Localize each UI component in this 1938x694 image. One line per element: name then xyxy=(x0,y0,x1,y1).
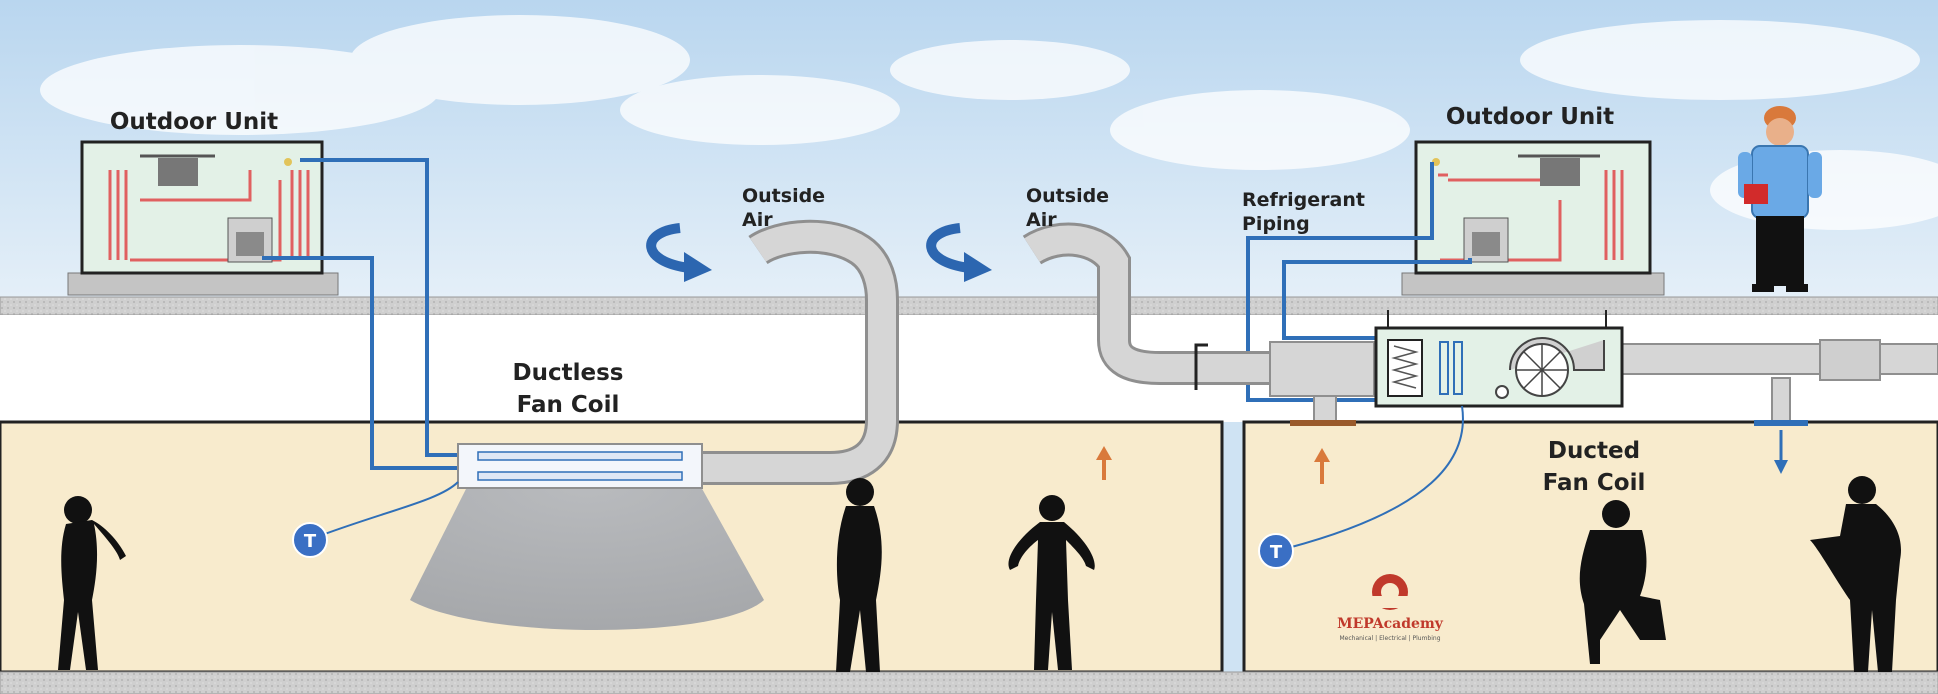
outside-air-label-2b: Air xyxy=(1026,209,1057,231)
outside-air-label-1: Outside xyxy=(742,185,825,207)
outdoor-unit-right xyxy=(1401,140,1665,296)
blower-fan-icon xyxy=(1495,337,1605,399)
gear-logo-icon xyxy=(1366,574,1414,610)
outside-air-duct-1 xyxy=(700,219,899,485)
return-arrow-icon xyxy=(1774,430,1788,474)
supply-duct xyxy=(1290,339,1938,426)
roof-slab xyxy=(0,296,1938,316)
svg-text:MEPAcademy: MEPAcademy xyxy=(1337,616,1444,632)
refrigerant-piping-right xyxy=(1246,162,1472,402)
outdoor-unit-right-label: Outdoor Unit xyxy=(1446,104,1614,130)
refrigerant-piping-left xyxy=(262,158,458,470)
floor-slab xyxy=(0,671,1938,694)
svg-text:T: T xyxy=(1270,542,1283,563)
ducted-fan-coil-label-b: Fan Coil xyxy=(1543,470,1646,496)
person-icon xyxy=(1810,476,1901,672)
svg-text:T: T xyxy=(304,531,317,552)
person-icon xyxy=(1579,500,1666,664)
outside-air-label-1b: Air xyxy=(742,209,773,231)
person-icon xyxy=(58,496,126,670)
refrigerant-piping-label: Refrigerant xyxy=(1242,189,1365,211)
thermostat-left: T xyxy=(292,522,328,558)
svg-text:Mechanical | Electrical | Plum: Mechanical | Electrical | Plumbing xyxy=(1339,635,1440,642)
compressor-icon xyxy=(227,217,273,263)
outdoor-unit-left-label: Outdoor Unit xyxy=(110,109,278,135)
curved-arrow-icon xyxy=(926,223,992,282)
fan-icon xyxy=(140,154,215,186)
outside-air-duct-2 xyxy=(1022,222,1375,397)
outdoor-unit-left xyxy=(67,140,339,296)
worker-icon xyxy=(1738,106,1822,292)
supply-arrow-icon xyxy=(1096,446,1112,480)
thermostat-icon xyxy=(292,522,328,558)
mep-academy-logo: MEPAcademy Mechanical | Electrical | Plu… xyxy=(1337,574,1444,642)
ductless-fan-coil-label-b: Fan Coil xyxy=(517,392,620,418)
airflow-beam xyxy=(410,485,764,630)
ductless-fan-coil-unit xyxy=(410,443,764,630)
refrigerant-piping-label-b: Piping xyxy=(1242,213,1310,235)
curved-arrow-icon xyxy=(646,223,712,282)
ducted-fan-coil-label: Ducted xyxy=(1548,438,1640,464)
thermostat-right: T xyxy=(1258,533,1294,569)
labels: Outdoor Unit Outdoor Unit Outside Air Ou… xyxy=(110,104,1646,496)
ducted-fan-coil-unit xyxy=(1374,310,1624,408)
person-icon xyxy=(836,478,882,672)
person-icon xyxy=(1008,495,1095,670)
supply-arrow-icon xyxy=(1314,448,1330,484)
outside-air-label-2: Outside xyxy=(1026,185,1109,207)
ductless-fan-coil-label: Ductless xyxy=(513,360,624,386)
